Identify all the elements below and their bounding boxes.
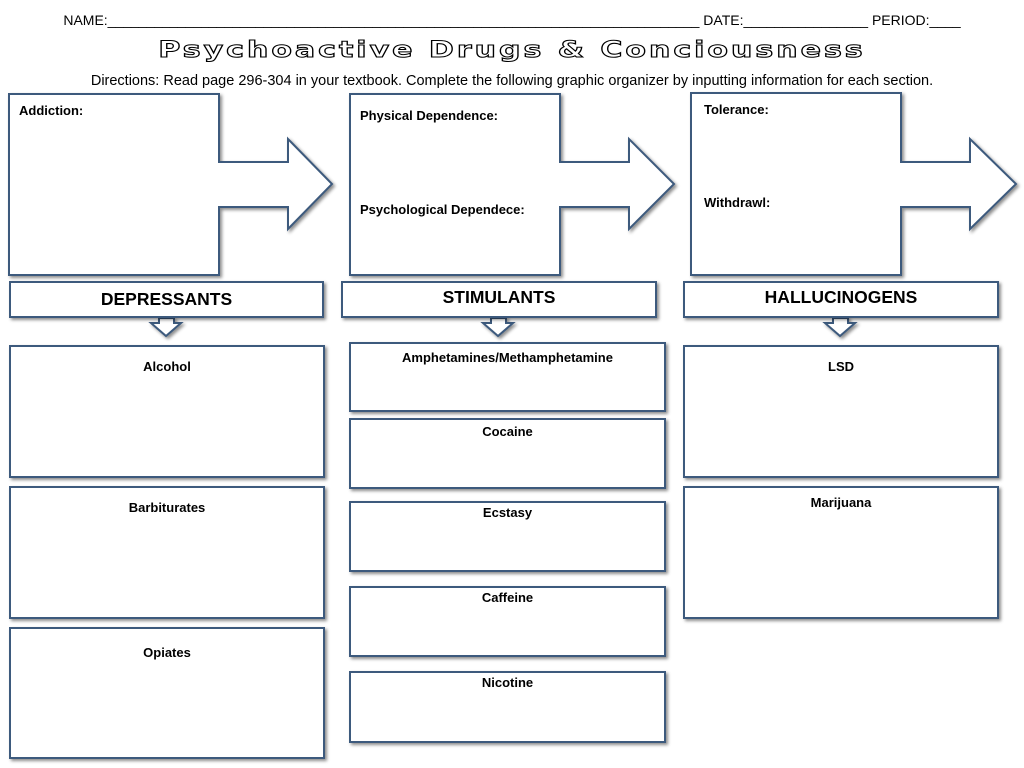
marijuana-box[interactable]: Marijuana	[683, 486, 999, 619]
physical-dependence-label: Physical Dependence:	[360, 108, 498, 123]
ecstasy-box[interactable]: Ecstasy	[349, 501, 666, 572]
cocaine-label: Cocaine	[482, 424, 533, 439]
barbiturates-box[interactable]: Barbiturates	[9, 486, 325, 619]
hallucinogens-down-arrow-icon	[822, 317, 858, 338]
alcohol-label: Alcohol	[143, 359, 191, 374]
amphetamines-box[interactable]: Amphetamines/Methamphetamine	[349, 342, 666, 412]
cocaine-box[interactable]: Cocaine	[349, 418, 666, 489]
lsd-label: LSD	[828, 359, 854, 374]
depressants-header: DEPRESSANTS	[9, 281, 324, 318]
name-date-period-line: NAME:___________________________________…	[63, 12, 961, 28]
hallucinogens-header: HALLUCINOGENS	[683, 281, 999, 318]
alcohol-box[interactable]: Alcohol	[9, 345, 325, 478]
nicotine-label: Nicotine	[481, 675, 534, 690]
psychological-dependence-label: Psychological Dependece:	[360, 202, 525, 217]
lsd-box[interactable]: LSD	[683, 345, 999, 478]
opiates-label: Opiates	[143, 645, 191, 660]
stimulants-title: STIMULANTS	[442, 287, 556, 307]
dependence-arrow-box[interactable]	[349, 93, 676, 276]
depressants-title: DEPRESSANTS	[100, 289, 233, 309]
caffeine-label: Caffeine	[481, 590, 534, 605]
ecstasy-label: Ecstasy	[482, 505, 533, 520]
nicotine-box[interactable]: Nicotine	[349, 671, 666, 743]
stimulants-header: STIMULANTS	[341, 281, 657, 318]
marijuana-label: Marijuana	[810, 495, 872, 510]
depressants-down-arrow-icon	[148, 317, 184, 338]
hallucinogens-title: HALLUCINOGENS	[764, 287, 918, 307]
worksheet-title: Psychoactive Drugs & Conciousness	[158, 36, 866, 63]
stimulants-down-arrow-icon	[480, 317, 516, 338]
amphetamines-label: Amphetamines/Methamphetamine	[402, 350, 613, 365]
barbiturates-label: Barbiturates	[128, 500, 206, 515]
tolerance-arrow-box[interactable]	[690, 92, 1018, 276]
tolerance-label: Tolerance:	[704, 102, 769, 117]
withdrawl-label: Withdrawl:	[704, 195, 771, 210]
opiates-box[interactable]: Opiates	[9, 627, 325, 759]
caffeine-box[interactable]: Caffeine	[349, 586, 666, 657]
addiction-arrow-box[interactable]	[8, 93, 334, 276]
addiction-label: Addiction:	[19, 103, 84, 118]
directions-text: Directions: Read page 296-304 in your te…	[90, 73, 934, 89]
